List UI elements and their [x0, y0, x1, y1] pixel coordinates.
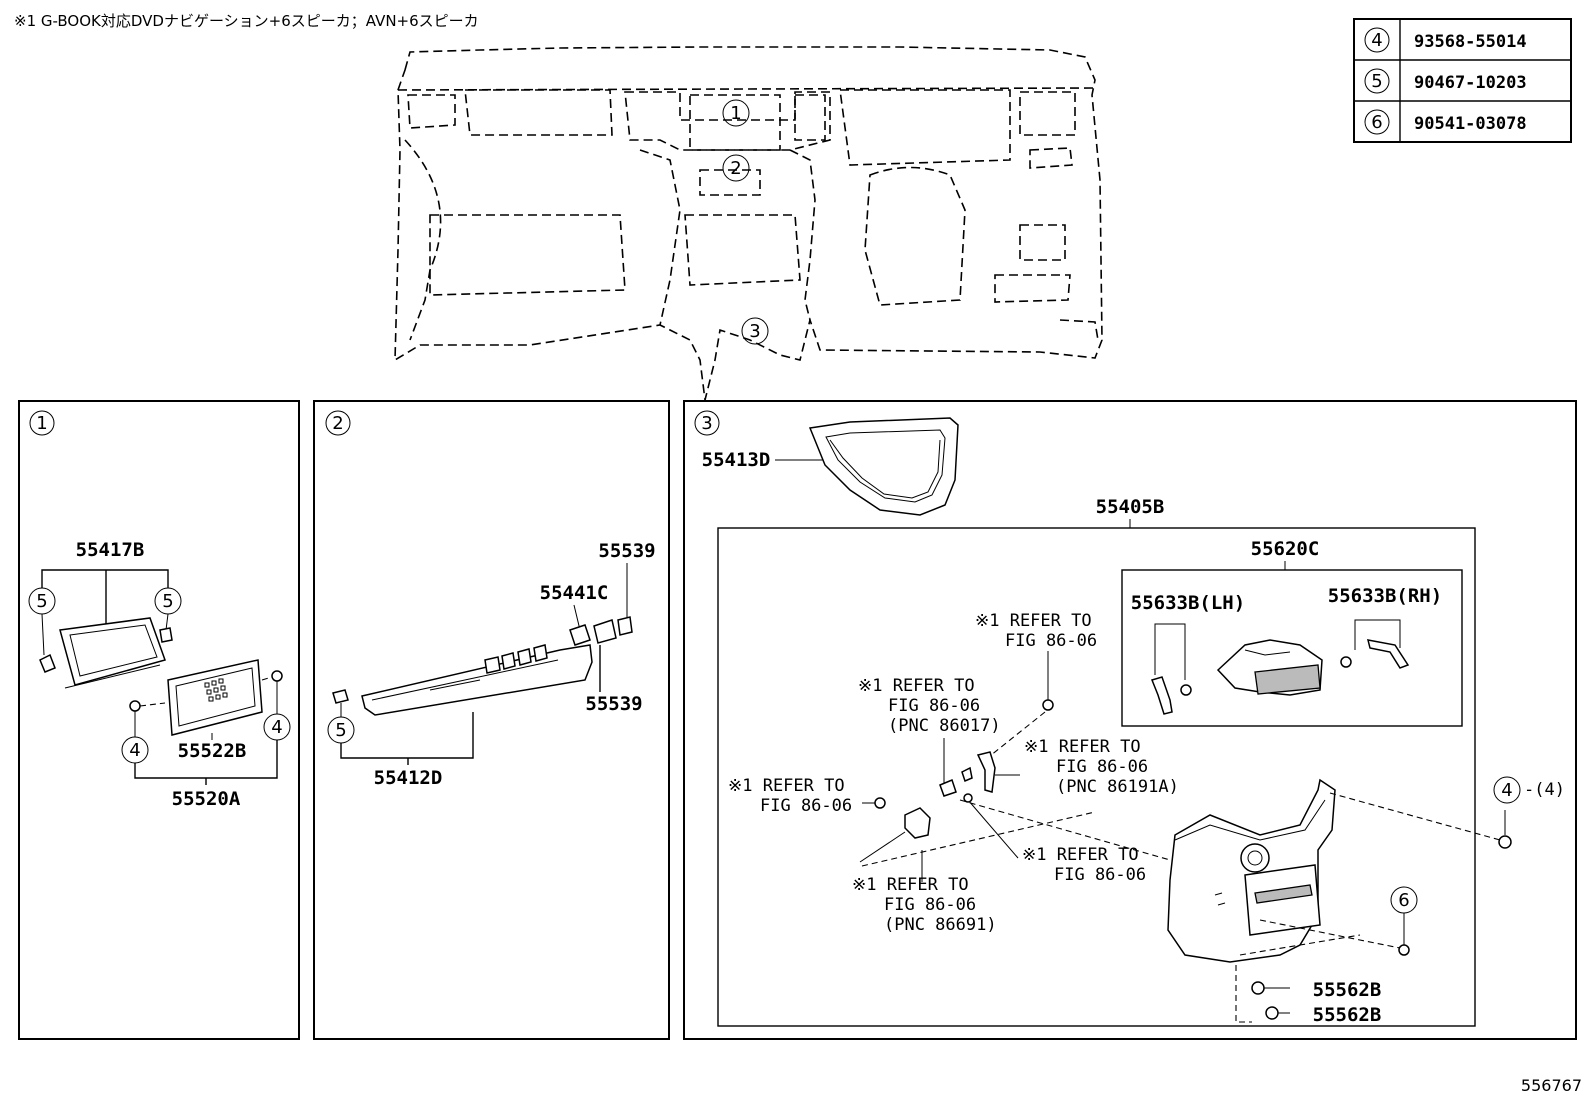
label-55539-top: 55539	[598, 540, 655, 562]
callout-4-left: 4	[129, 740, 140, 761]
label-55441C: 55441C	[540, 582, 609, 604]
panel-1: 1 55417B 5 5	[18, 400, 300, 1040]
box-55405B	[717, 527, 1476, 1027]
console-55405B	[1167, 778, 1336, 963]
legend-part: 93568-55014	[1414, 32, 1527, 52]
legend-part: 90467-10203	[1414, 73, 1527, 93]
callout-5: 5	[335, 720, 346, 741]
legend-mark: 4	[1371, 30, 1382, 51]
ref-line: FIG 86-06	[1005, 631, 1097, 651]
legend-mark: 5	[1371, 71, 1382, 92]
box-55620C	[1121, 569, 1463, 727]
callout-4-qty: -(4)	[1524, 780, 1565, 800]
label-55633B-RH: 55633B(RH)	[1328, 585, 1442, 607]
ref-line: ※1 REFER TO	[858, 676, 975, 696]
label-55539-bottom: 55539	[585, 693, 642, 715]
legend-row: 6 90541-03078	[1364, 109, 1527, 135]
frame-55413D	[808, 417, 959, 516]
label-55417B: 55417B	[76, 539, 145, 561]
switch-55441C	[569, 624, 591, 646]
dashboard-overview: 1 2 3	[394, 46, 1103, 401]
label-55413D: 55413D	[702, 449, 771, 471]
label-55412D: 55412D	[374, 767, 443, 789]
ref-note: ※1 REFER TO FIG 86-06	[728, 776, 852, 816]
label-55620C: 55620C	[1251, 538, 1320, 560]
label-55520A: 55520A	[172, 788, 241, 810]
label-55562B-upper: 55562B	[1313, 979, 1382, 1001]
bracket-55633B-LH	[1150, 676, 1192, 715]
cup-holder-55620C	[1216, 639, 1323, 696]
label-55562B-lower: 55562B	[1313, 1004, 1382, 1026]
ref-line: ※1 REFER TO	[852, 875, 969, 895]
overview-mark-2: 2	[730, 158, 741, 179]
clip-55562B	[1251, 981, 1290, 1020]
ref-note: ※1 REFER TO FIG 86-06	[1022, 845, 1146, 885]
callout-5-right: 5	[162, 591, 173, 612]
ref-line: ※1 REFER TO	[1022, 845, 1139, 865]
switch-55539	[593, 616, 633, 644]
ref-line: (PNC 86191A)	[1056, 777, 1179, 797]
ref-note: ※1 REFER TO FIG 86-06 (PNC 86191A)	[1024, 737, 1179, 797]
clip-parts	[904, 751, 996, 839]
bezel-55412D	[332, 644, 593, 716]
ref-line: FIG 86-06	[1054, 865, 1146, 885]
ref-line: FIG 86-06	[888, 696, 980, 716]
ref-note: ※1 REFER TO FIG 86-06 (PNC 86691)	[852, 875, 997, 935]
panel-3: 3 55413D 55405B 55620C 55633B(LH) 55633B…	[683, 400, 1577, 1040]
callout-6: 6	[1398, 890, 1409, 911]
panel-2: 2 55539 55441C 55539 5 5	[313, 400, 670, 1040]
ref-line: ※1 REFER TO	[1024, 737, 1141, 757]
ref-line: (PNC 86017)	[888, 716, 1001, 736]
legend-row: 5 90467-10203	[1364, 68, 1527, 94]
ref-line: ※1 REFER TO	[975, 611, 1092, 631]
header-note: ※1 G-BOOK対応DVDナビゲーション+6スピーカ；AVN+6スピーカ	[14, 12, 479, 30]
panel-3-mark: 3	[701, 413, 712, 434]
panel-1-mark: 1	[36, 413, 47, 434]
callout-5-left: 5	[36, 591, 47, 612]
overview-mark-1: 1	[730, 103, 741, 124]
ref-line: FIG 86-06	[1056, 757, 1148, 777]
legend-mark: 6	[1371, 112, 1382, 133]
ref-line: (PNC 86691)	[884, 915, 997, 935]
label-55633B-LH: 55633B(LH)	[1131, 592, 1245, 614]
plate-55522B	[129, 659, 283, 736]
bracket-55633B-RH	[1340, 639, 1410, 669]
diagram-id: 556767	[1521, 1076, 1582, 1095]
bracket-55417B	[39, 617, 173, 689]
ref-note: ※1 REFER TO FIG 86-06	[975, 611, 1097, 651]
ref-line: ※1 REFER TO	[728, 776, 845, 796]
ref-line: FIG 86-06	[884, 895, 976, 915]
ref-note: ※1 REFER TO FIG 86-06 (PNC 86017)	[858, 676, 1001, 736]
ref-line: FIG 86-06	[760, 796, 852, 816]
panel-2-mark: 2	[332, 413, 343, 434]
legend-table: 4 93568-55014 5 90467-10203 6 90541-0307…	[1353, 18, 1572, 143]
legend-row: 4 93568-55014	[1364, 27, 1527, 53]
label-55405B: 55405B	[1096, 496, 1165, 518]
legend-part: 90541-03078	[1414, 114, 1527, 134]
callout-4-right: 4	[271, 717, 282, 738]
label-55522B: 55522B	[178, 740, 247, 762]
overview-mark-3: 3	[749, 321, 760, 342]
callout-4: 4	[1501, 780, 1512, 801]
